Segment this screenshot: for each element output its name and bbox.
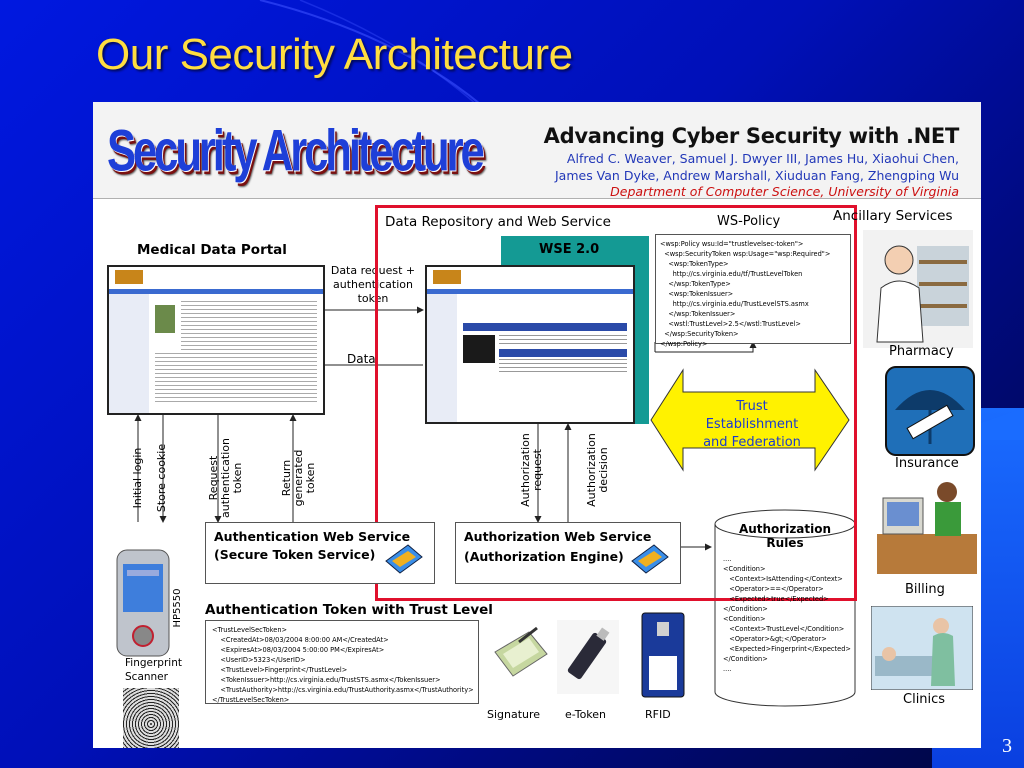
portal-sidebar <box>109 294 149 413</box>
repo-sidebar <box>427 294 457 422</box>
pda-device-icon <box>116 549 170 657</box>
insurance-icon <box>885 366 975 456</box>
repo-row-lines <box>499 335 627 347</box>
service-icon <box>631 544 669 574</box>
return-token-label: Return generated token <box>280 449 317 507</box>
billing-label: Billing <box>905 582 945 597</box>
etoken-label: e-Token <box>565 708 607 721</box>
authn-service-box: Authentication Web Service (Secure Token… <box>205 522 435 584</box>
rfid-card-icon <box>641 612 685 698</box>
ws-policy-box: <wsp:Policy wsu:Id="trustlevelsec-token"… <box>655 234 851 348</box>
red-highlight-box <box>375 205 857 601</box>
data-request-label: Data request + authentication token <box>330 264 416 305</box>
repo-label: Data Repository and Web Service <box>385 214 611 230</box>
pharmacy-icon <box>863 230 973 348</box>
authz-rules-code: .... <Condition> <Context>IsAttending</C… <box>723 555 851 673</box>
portal-text-lines <box>181 301 317 351</box>
mri-image <box>463 335 495 363</box>
repo-table-header-2 <box>499 349 627 357</box>
department: Department of Computer Science, Universi… <box>610 184 959 199</box>
service-icon <box>385 544 423 574</box>
slide-title: Our Security Architecture <box>96 30 573 79</box>
clinics-label: Clinics <box>903 692 946 707</box>
portal-photo <box>155 305 175 333</box>
university-logo <box>115 270 143 284</box>
poster-banner: Security Architecture Advancing Cyber Se… <box>93 102 981 199</box>
billing-icon <box>877 482 977 574</box>
fingerprint-label: Fingerprint Scanner <box>125 657 182 683</box>
repo-logo <box>433 270 461 284</box>
repo-header <box>427 267 633 290</box>
authz-request-label: Authorization request <box>519 433 544 507</box>
signature-pad-icon <box>494 626 548 677</box>
portal-screenshot <box>107 265 325 415</box>
author-list: Alfred C. Weaver, Samuel J. Dwyer III, J… <box>554 151 959 183</box>
rfid-label: RFID <box>645 708 671 721</box>
etoken-icon <box>557 620 619 694</box>
ancillary-label: Ancillary Services <box>833 208 953 224</box>
ws-policy-code: <wsp:Policy wsu:Id="trustlevelsec-token"… <box>660 240 831 348</box>
device-model-label: HP5550 <box>172 588 183 628</box>
store-cookie-label: Store cookie <box>155 443 168 513</box>
insurance-label: Insurance <box>895 456 959 471</box>
repo-navbar <box>427 289 633 294</box>
repo-screenshot <box>425 265 635 424</box>
ws-policy-label: WS-Policy <box>717 214 781 229</box>
authz-service-title: Authorization Web Service <box>464 529 652 544</box>
portal-header <box>109 267 323 290</box>
portal-label: Medical Data Portal <box>137 242 287 258</box>
token-code: <TrustLevelSecToken> <CreatedAt>08/03/20… <box>212 626 474 704</box>
fingerprint-icon <box>123 688 179 748</box>
repo-row-lines-2 <box>499 359 627 373</box>
paper-title: Advancing Cyber Security with .NET <box>543 124 960 148</box>
architecture-diagram: Security Architecture Advancing Cyber Se… <box>93 102 981 748</box>
authn-service-subtitle: (Secure Token Service) <box>214 547 376 562</box>
token-title: Authentication Token with Trust Level <box>205 602 493 618</box>
portal-navbar <box>109 289 323 294</box>
authz-decision-label: Authorization decision <box>585 433 610 507</box>
repo-table-header <box>463 323 627 331</box>
poster-big-title: Security Architecture <box>107 117 485 184</box>
authz-service-subtitle: (Authorization Engine) <box>464 549 624 564</box>
data-label: Data <box>347 352 376 366</box>
page-number: 3 <box>1002 735 1012 757</box>
clinics-icon <box>871 606 973 690</box>
authz-service-box: Authorization Web Service (Authorization… <box>455 522 681 584</box>
trust-label: Trust Establishment and Federation <box>703 399 801 450</box>
request-token-label: Request authentication token <box>207 438 244 518</box>
signature-label: Signature <box>487 708 541 721</box>
authz-rules-label: Authorization Rules <box>738 522 832 550</box>
initial-login-label: Initial login <box>131 447 144 509</box>
connector-arrows <box>134 306 856 707</box>
pharmacy-label: Pharmacy <box>889 344 954 359</box>
portal-news-lines <box>155 353 317 403</box>
authn-service-title: Authentication Web Service <box>214 529 411 544</box>
token-box: <TrustLevelSecToken> <CreatedAt>08/03/20… <box>205 620 479 704</box>
wse-label: WSE 2.0 <box>539 242 600 257</box>
